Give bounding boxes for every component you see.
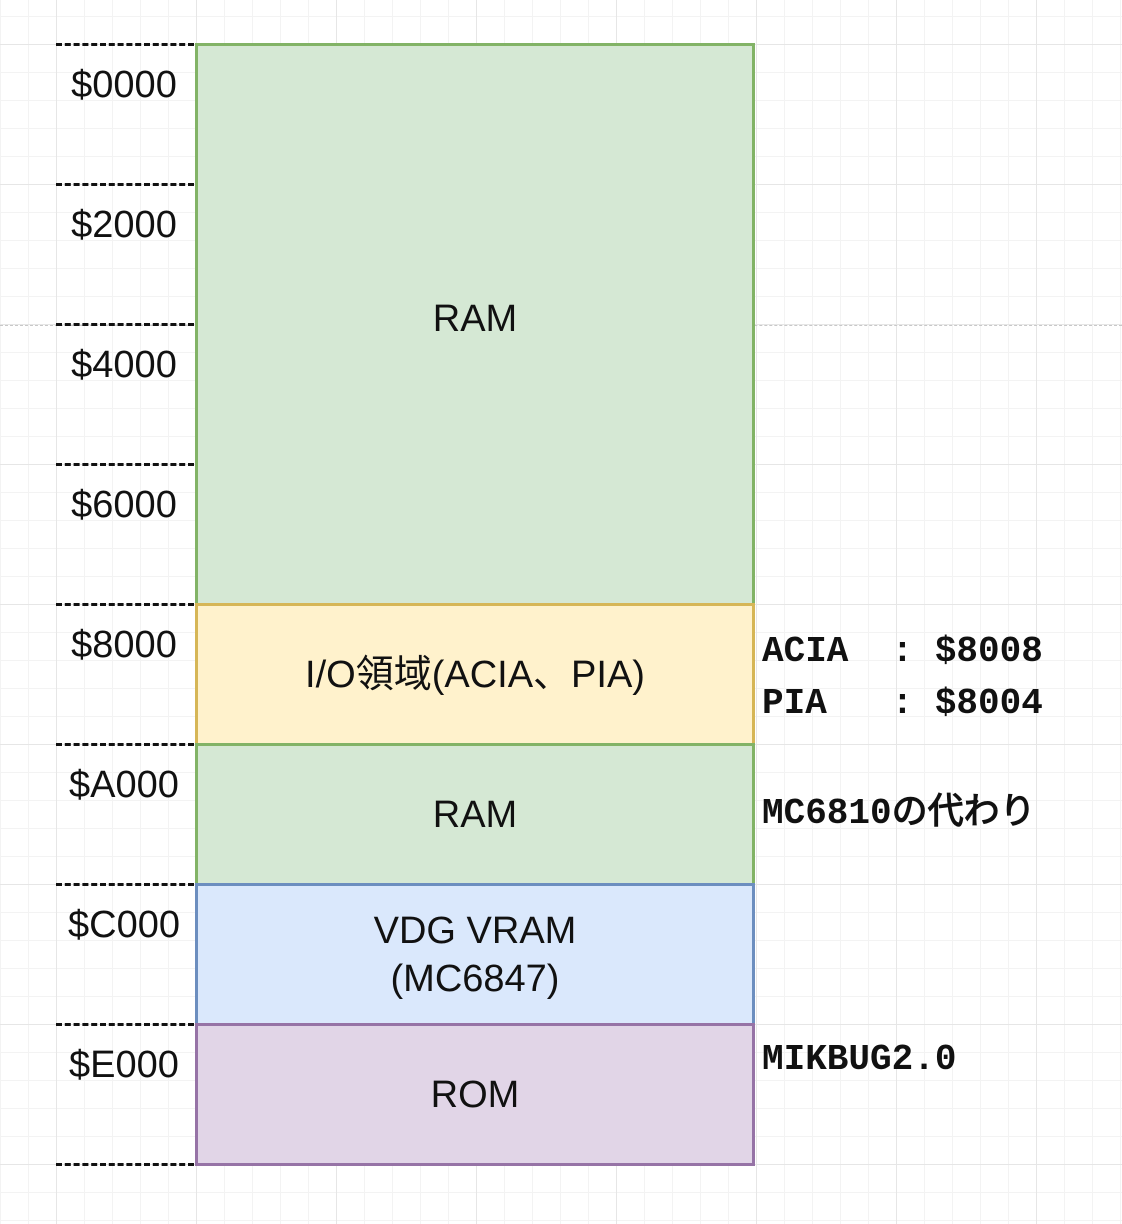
address-label-e000: $E000 <box>69 1044 179 1086</box>
address-tick <box>56 323 194 326</box>
note-rom-monitor: MIKBUG2.0 <box>762 1039 957 1080</box>
address-tick <box>56 183 194 186</box>
address-label-8000: $8000 <box>71 624 177 666</box>
address-tick <box>56 883 194 886</box>
address-tick <box>56 603 194 606</box>
region-label: VDG VRAM (MC6847) <box>373 909 577 1000</box>
address-label-4000: $4000 <box>71 344 177 386</box>
region-label: RAM <box>432 297 518 340</box>
address-tick <box>56 1163 194 1166</box>
address-label-a000: $A000 <box>69 764 179 806</box>
address-tick <box>56 43 194 46</box>
region-vram: VDG VRAM (MC6847) <box>195 883 755 1026</box>
address-label-c000: $C000 <box>68 904 180 946</box>
note-ram-replacement: MC6810の代わり <box>762 793 1036 834</box>
region-label: I/O領域(ACIA、PIA) <box>305 653 645 696</box>
address-label-6000: $6000 <box>71 484 177 526</box>
address-tick <box>56 463 194 466</box>
region-ram-main: RAM <box>195 43 755 606</box>
address-tick <box>56 743 194 746</box>
region-label: ROM <box>430 1073 520 1116</box>
note-pia: PIA : $8004 <box>762 683 1043 724</box>
address-label-0000: $0000 <box>71 64 177 106</box>
region-rom: ROM <box>195 1023 755 1166</box>
note-acia: ACIA : $8008 <box>762 631 1043 672</box>
region-io: I/O領域(ACIA、PIA) <box>195 603 755 746</box>
address-tick <box>56 1023 194 1026</box>
region-label: RAM <box>432 793 518 836</box>
address-label-2000: $2000 <box>71 204 177 246</box>
region-ram-secondary: RAM <box>195 743 755 886</box>
